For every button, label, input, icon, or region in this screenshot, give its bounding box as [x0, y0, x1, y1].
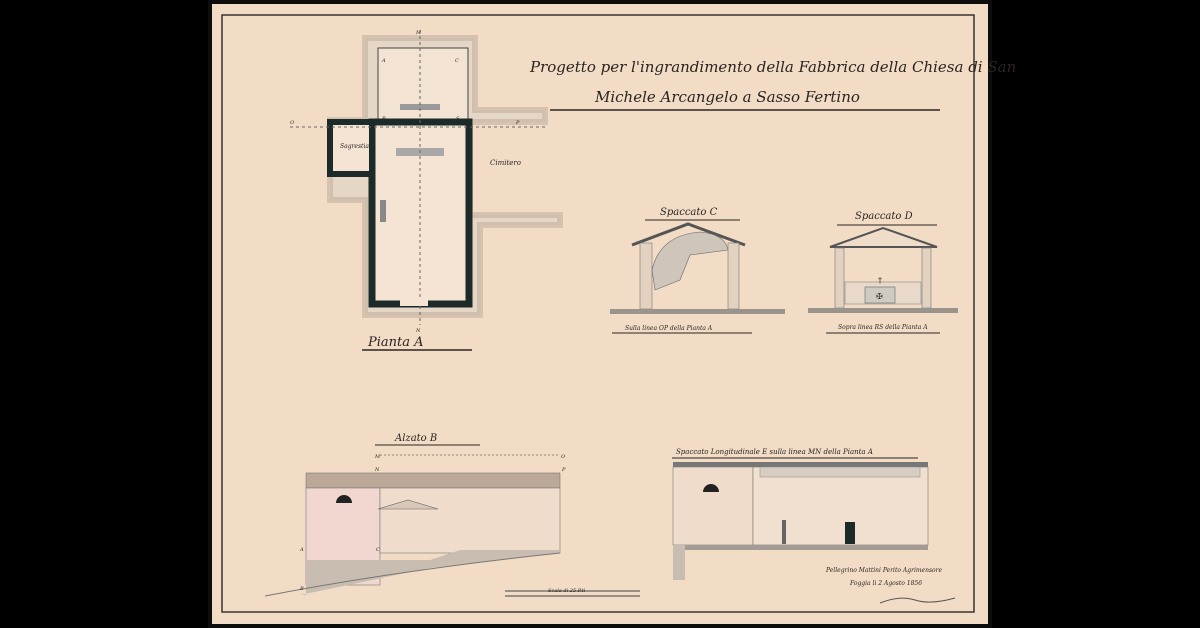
svg-text:P: P	[561, 467, 566, 473]
section-c: Spaccato C Sulla linea OP della Pianta A	[610, 207, 785, 334]
elevation-b: Alzato B M O N P A C B	[264, 433, 566, 597]
signature-line-1: Pellegrino Mattini Perito Agrimensore	[825, 567, 943, 574]
svg-text:✠: ✠	[876, 292, 883, 301]
svg-text:B: B	[299, 586, 304, 592]
title-line-1: Progetto per l'ingrandimento della Fabbr…	[529, 58, 1016, 76]
plan-a: Sagrestia Cimitero M A C R S O P N Piant…	[290, 30, 563, 351]
svg-text:C: C	[455, 58, 459, 64]
section-d-caption: Sopra linea RS della Pianta A	[838, 324, 928, 331]
scale-label: Scala di 25 P.ti	[548, 588, 586, 594]
svg-text:O: O	[290, 120, 294, 126]
scale-bar: Scala di 25 P.ti	[505, 588, 640, 597]
signature-line-2: Foggia li 2 Agosto 1856	[849, 580, 922, 587]
section-e: Spaccato Longitudinale E sulla linea MN …	[672, 448, 929, 580]
svg-text:†: †	[878, 276, 882, 285]
title-line-2: Michele Arcangelo a Sasso Fertino	[594, 88, 860, 106]
svg-text:M: M	[374, 454, 381, 460]
label-sacristy: Sagrestia	[340, 143, 369, 150]
svg-text:A: A	[381, 58, 386, 64]
svg-text:R: R	[381, 116, 386, 122]
plan-a-title: Pianta A	[367, 335, 424, 350]
svg-text:A: A	[299, 547, 304, 553]
label-cemetery: Cimitero	[490, 159, 521, 167]
section-c-title: Spaccato C	[660, 207, 718, 218]
signature: Pellegrino Mattini Perito Agrimensore Fo…	[825, 567, 956, 604]
svg-text:C: C	[376, 547, 380, 553]
svg-text:N: N	[415, 328, 421, 334]
sheet-border	[221, 14, 975, 613]
section-d: Spaccato D ✠ † Sopra linea RS della Pian…	[808, 211, 958, 334]
svg-text:O: O	[561, 454, 565, 460]
svg-text:S: S	[456, 116, 460, 122]
svg-text:N: N	[374, 467, 380, 473]
section-e-title: Spaccato Longitudinale E sulla linea MN …	[676, 448, 873, 456]
elevation-b-title: Alzato B	[394, 433, 437, 444]
section-c-caption: Sulla linea OP della Pianta A	[625, 325, 713, 332]
svg-text:M: M	[415, 30, 422, 36]
svg-text:P: P	[515, 120, 520, 126]
section-d-title: Spaccato D	[855, 211, 913, 222]
